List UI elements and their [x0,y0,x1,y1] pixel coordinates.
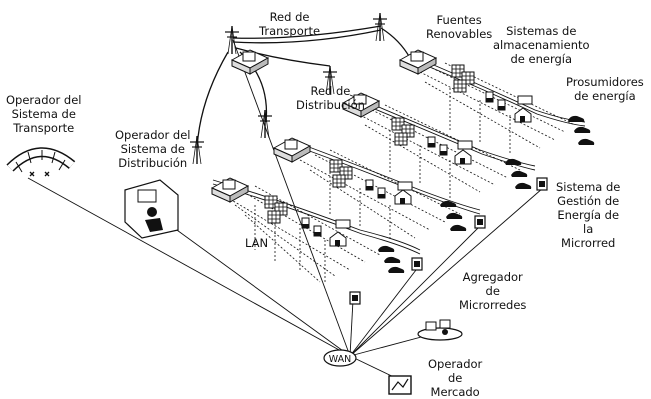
label-operador-transporte: Operador del Sistema de Transporte [6,93,82,135]
gateways [335,95,533,229]
transport-operator-console [6,147,76,177]
label-operador-mercado: Operador de Mercado [428,357,483,399]
distribution-cables [212,54,586,255]
wan-label: WAN [329,354,351,365]
wan-links [27,39,544,381]
aggregator-workstation [417,319,463,341]
label-sistema-gestion: Sistema de Gestión de Energía de la Micr… [556,180,621,250]
wan-cloud: WAN [323,349,357,367]
label-fuentes-renovables: Fuentes Renovables [426,13,493,41]
distribution-operator-workstation [124,179,179,239]
transmission-lines [196,25,411,149]
label-lan: LAN [245,236,269,250]
label-operador-distribucion: Operador del Sistema de Distribución [115,128,191,170]
label-red-transporte: Red de Transporte [259,10,321,38]
label-prosumidores: Prosumidores de energía [566,75,644,103]
label-sistemas-almacenamiento: Sistemas de almacenamiento de energía [493,24,590,66]
label-agregador: Agregador de Microrredes [459,270,527,312]
label-red-distribucion: Red de Distribución [296,84,365,112]
market-operator-icon [388,375,412,395]
